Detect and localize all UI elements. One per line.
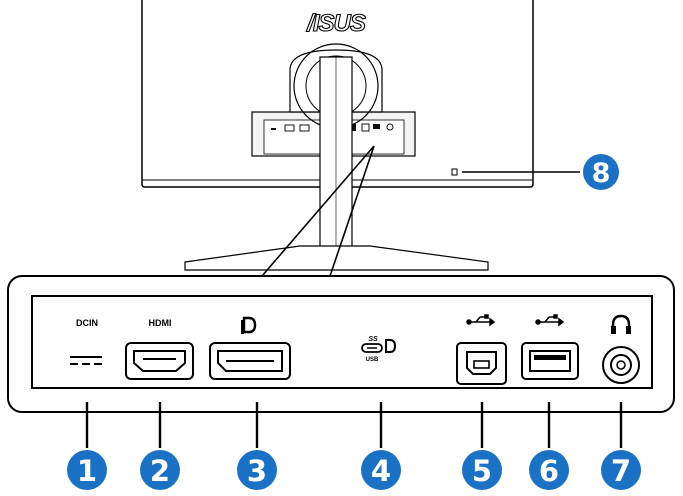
- callout-number-7: 7: [611, 454, 631, 488]
- callout-badge-4: 4: [361, 450, 401, 490]
- callout-number-6: 6: [539, 454, 559, 488]
- callout-badges: 1 2 3 4 5 6 7: [67, 450, 641, 490]
- callout-number-3: 3: [247, 454, 267, 488]
- hdmi-port-icon: [126, 343, 193, 379]
- callout-number-1: 1: [77, 454, 97, 488]
- callout-number-2: 2: [150, 454, 170, 488]
- usb-a-port-icon: [522, 343, 578, 379]
- callout-badge-1: 1: [67, 450, 107, 490]
- callout-badge-6: 6: [529, 450, 569, 490]
- headphone-jack-icon: [603, 347, 639, 383]
- usbc-ss-label: SS: [368, 336, 378, 343]
- callout-badge-2: 2: [140, 450, 180, 490]
- callout-badge-3: 3: [237, 450, 277, 490]
- io-zoom-panel: DCIN HDMI SS USB: [8, 276, 674, 412]
- brand-logo: /ISUS: [306, 10, 366, 37]
- port-label-hdmi: HDMI: [149, 318, 172, 328]
- usb-b-port-icon: [457, 343, 506, 384]
- port-label-dcin: DCIN: [76, 318, 98, 328]
- callout-badge-5: 5: [462, 450, 502, 490]
- monitor-illustration: /ISUS: [142, 0, 533, 270]
- displayport-port-icon: [210, 343, 290, 379]
- callout-number-5: 5: [472, 454, 492, 488]
- callout-badge-7: 7: [601, 450, 641, 490]
- callout-number-8: 8: [592, 158, 611, 189]
- usbc-usb-label: USB: [366, 357, 379, 363]
- callout-number-4: 4: [371, 454, 391, 488]
